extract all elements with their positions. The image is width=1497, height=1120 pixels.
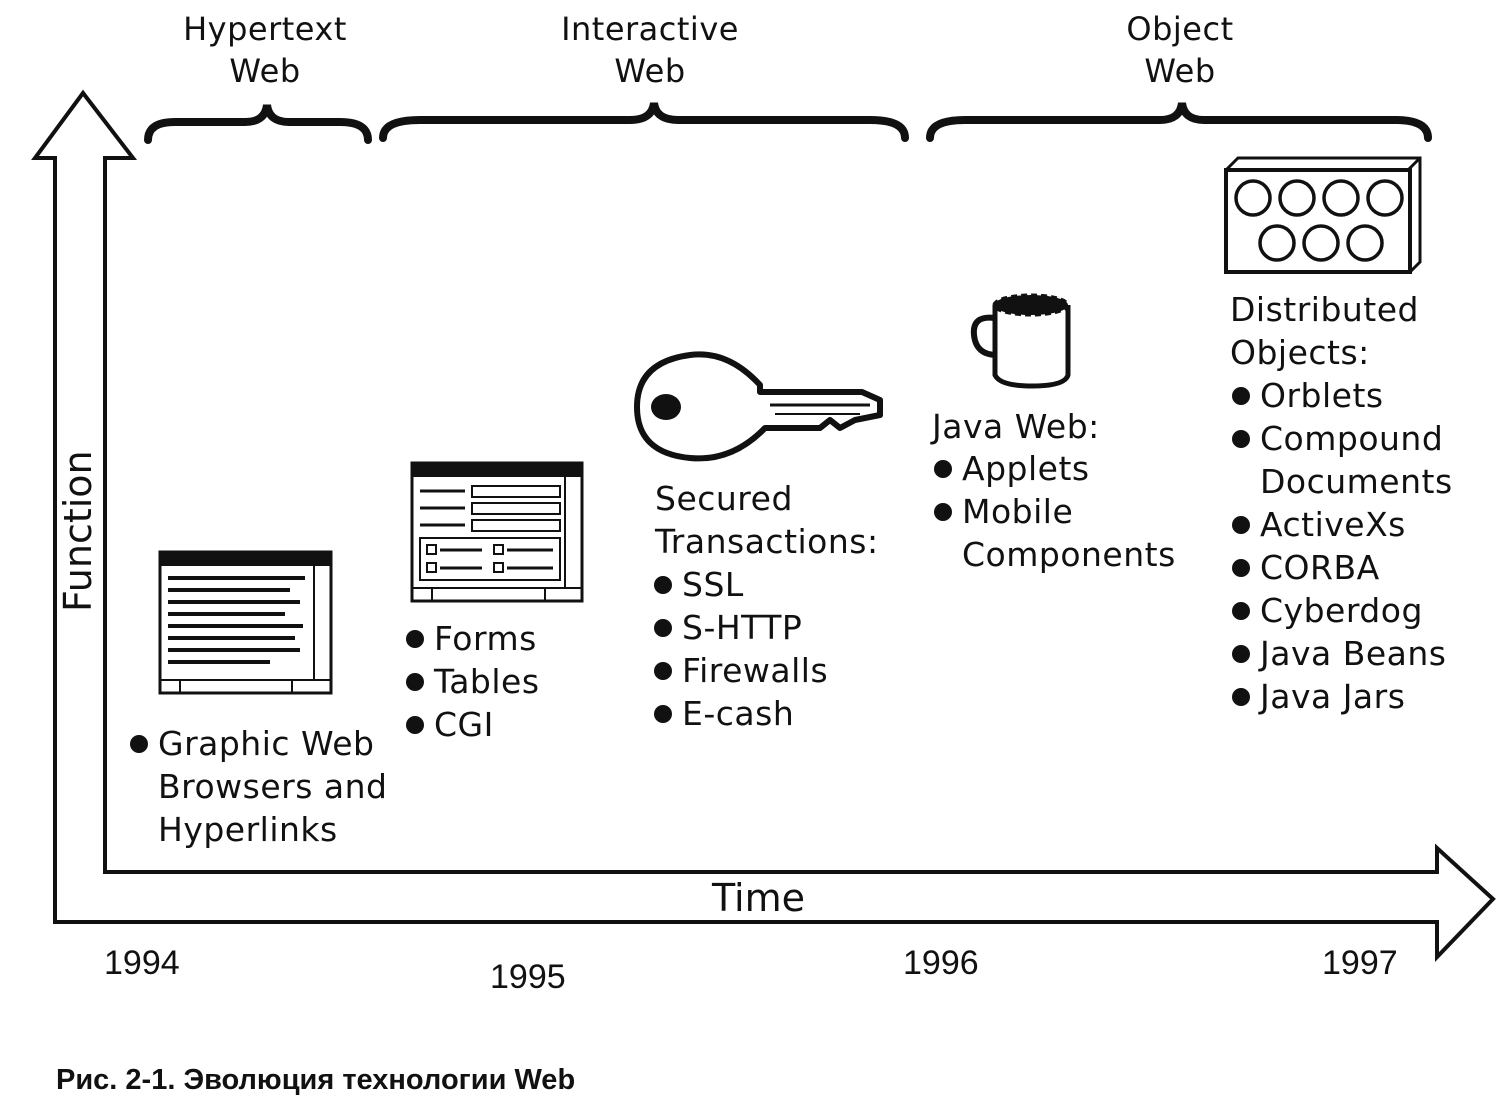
- era-title-line: Web: [614, 52, 686, 90]
- secured-feature-list: SSL S-HTTP Firewalls E-cash: [652, 563, 828, 735]
- y-axis-label: Function: [56, 450, 100, 612]
- heading-line: Objects:: [1230, 333, 1370, 372]
- java-heading: Java Web:: [932, 407, 1100, 446]
- list-item: Tables: [404, 660, 540, 703]
- brace-hypertext: [144, 104, 372, 144]
- java-feature-list: Applets Mobile Components: [932, 447, 1176, 576]
- era-title-hypertext: Hypertext Web: [170, 8, 360, 92]
- list-item: Mobile: [932, 490, 1176, 533]
- list-item: Java Jars: [1230, 675, 1453, 718]
- era-title-object: Object Web: [1100, 8, 1260, 92]
- hypertext-feature-list: Graphic Web Browsers and Hyperlinks: [128, 722, 388, 851]
- list-item: Applets: [932, 447, 1176, 490]
- list-item: SSL: [652, 563, 828, 606]
- list-item: Graphic Web: [128, 722, 388, 765]
- era-title-line: Object: [1126, 10, 1234, 48]
- brace-object: [926, 102, 1432, 142]
- year-label: 1996: [903, 944, 979, 982]
- list-item: Components: [962, 535, 1176, 574]
- year-label: 1997: [1322, 944, 1398, 982]
- heading-line: Secured: [655, 479, 793, 518]
- year-label: 1994: [104, 944, 180, 982]
- heading-line: Transactions:: [655, 522, 879, 561]
- era-title-line: Web: [1144, 52, 1216, 90]
- era-title-line: Interactive: [561, 10, 739, 48]
- secured-heading: Secured Transactions:: [655, 477, 879, 563]
- figure-caption: Рис. 2-1. Эволюция технологии Web: [56, 1064, 576, 1096]
- era-title-line: Web: [229, 52, 301, 90]
- axes-arrow-outline: [31, 89, 1496, 962]
- list-item: S-HTTP: [652, 606, 828, 649]
- heading-line: Distributed: [1230, 290, 1419, 329]
- list-item: Hyperlinks: [158, 810, 338, 849]
- key-icon: [634, 351, 883, 462]
- list-item: CORBA: [1230, 546, 1453, 589]
- year-label: 1995: [490, 958, 566, 996]
- object-board-icon: [1224, 156, 1422, 274]
- objects-heading: Distributed Objects:: [1230, 288, 1419, 374]
- era-title-line: Hypertext: [183, 10, 347, 48]
- list-item: Documents: [1260, 462, 1453, 501]
- list-item: E-cash: [652, 692, 828, 735]
- coffee-cup-icon: [970, 293, 1071, 389]
- list-item: ActiveXs: [1230, 503, 1453, 546]
- list-item: Browsers and: [158, 767, 388, 806]
- brace-interactive: [379, 102, 909, 142]
- objects-feature-list: Orblets Compound Documents ActiveXs CORB…: [1230, 374, 1453, 718]
- list-item: Cyberdog: [1230, 589, 1453, 632]
- form-window-icon: [410, 461, 584, 603]
- list-item: Firewalls: [652, 649, 828, 692]
- list-item: CGI: [404, 703, 540, 746]
- list-item: Compound: [1230, 417, 1453, 460]
- x-axis-label: Time: [712, 876, 805, 920]
- era-title-interactive: Interactive Web: [540, 8, 760, 92]
- browser-window-icon: [158, 550, 333, 695]
- list-item: Forms: [404, 617, 540, 660]
- list-item: Orblets: [1230, 374, 1453, 417]
- interactive-feature-list: Forms Tables CGI: [404, 617, 540, 746]
- list-item: Java Beans: [1230, 632, 1453, 675]
